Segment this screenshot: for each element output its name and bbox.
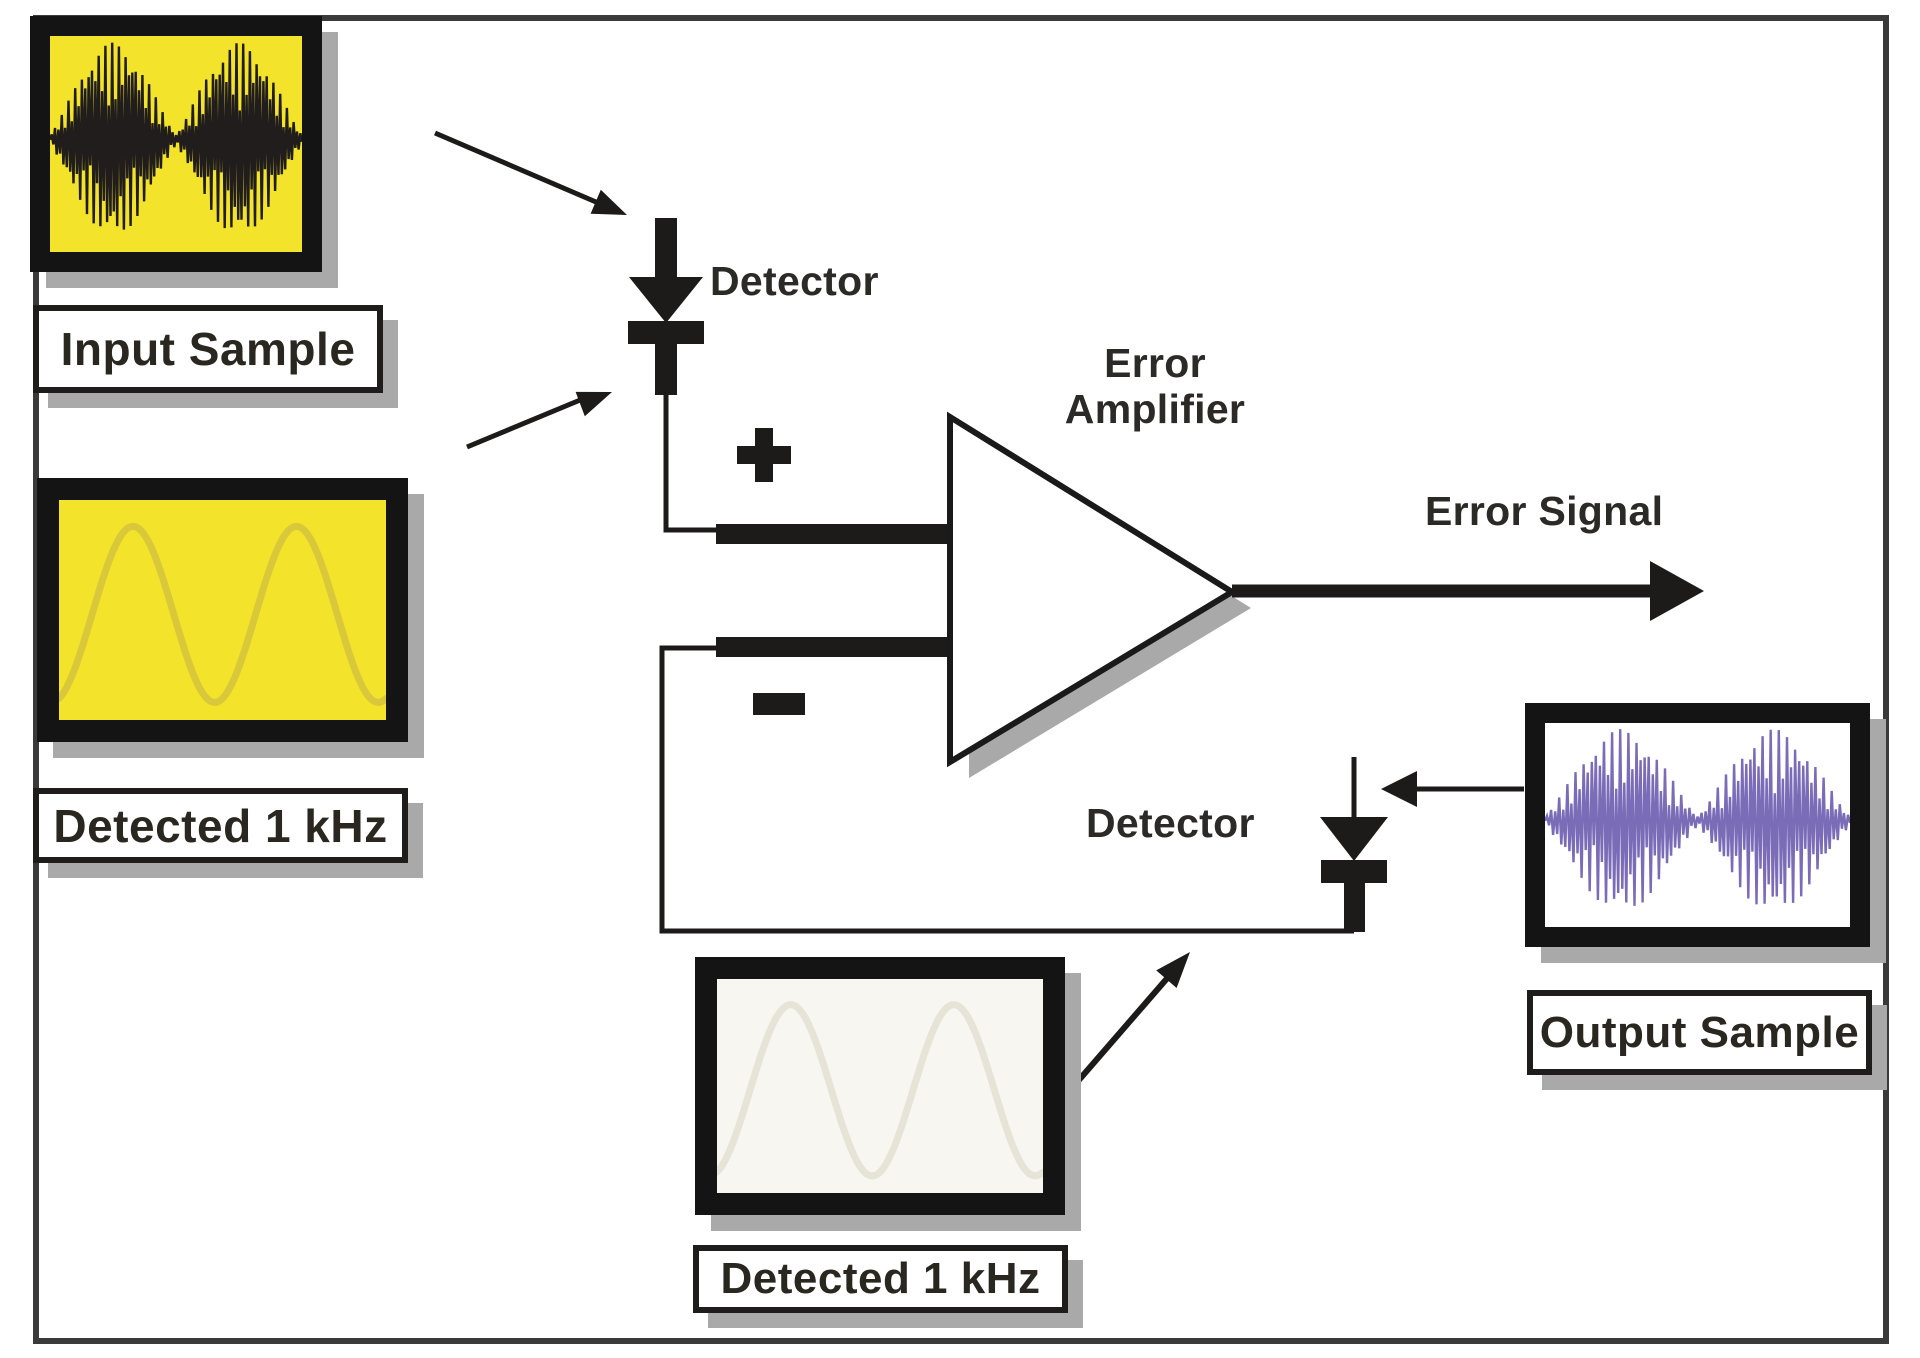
detected-bottom-waveform-icon [717,1001,1043,1180]
detected-bottom-label: Detected 1 kHz [693,1245,1068,1313]
output-waveform-icon [1545,729,1850,906]
input-sample-label: Input Sample [33,305,383,393]
detected-bottom-label-text: Detected 1 kHz [720,1254,1041,1303]
detected-left-waveform-icon [59,522,386,706]
detector-bottom-label: Detector [1086,800,1255,846]
output-sample-label: Output Sample [1527,990,1872,1075]
output-sample-image [1525,703,1870,947]
detected-bottom-screen [717,979,1043,1193]
error-signal-label: Error Signal [1425,488,1664,534]
detector-top-label: Detector [710,258,879,304]
detected-left-image [37,478,408,742]
detected-left-label-text: Detected 1 kHz [53,799,388,852]
detected-left-screen [59,500,386,720]
input-waveform-icon [50,42,302,230]
input-sample-image [30,16,322,272]
detected-bottom-image [695,957,1065,1215]
error-amplifier-label: Error Amplifier [1064,340,1246,433]
input-sample-label-text: Input Sample [60,323,356,375]
input-sample-screen [50,36,302,252]
output-sample-label-text: Output Sample [1539,1007,1860,1057]
output-sample-screen [1545,723,1850,927]
detected-left-label: Detected 1 kHz [33,788,408,863]
